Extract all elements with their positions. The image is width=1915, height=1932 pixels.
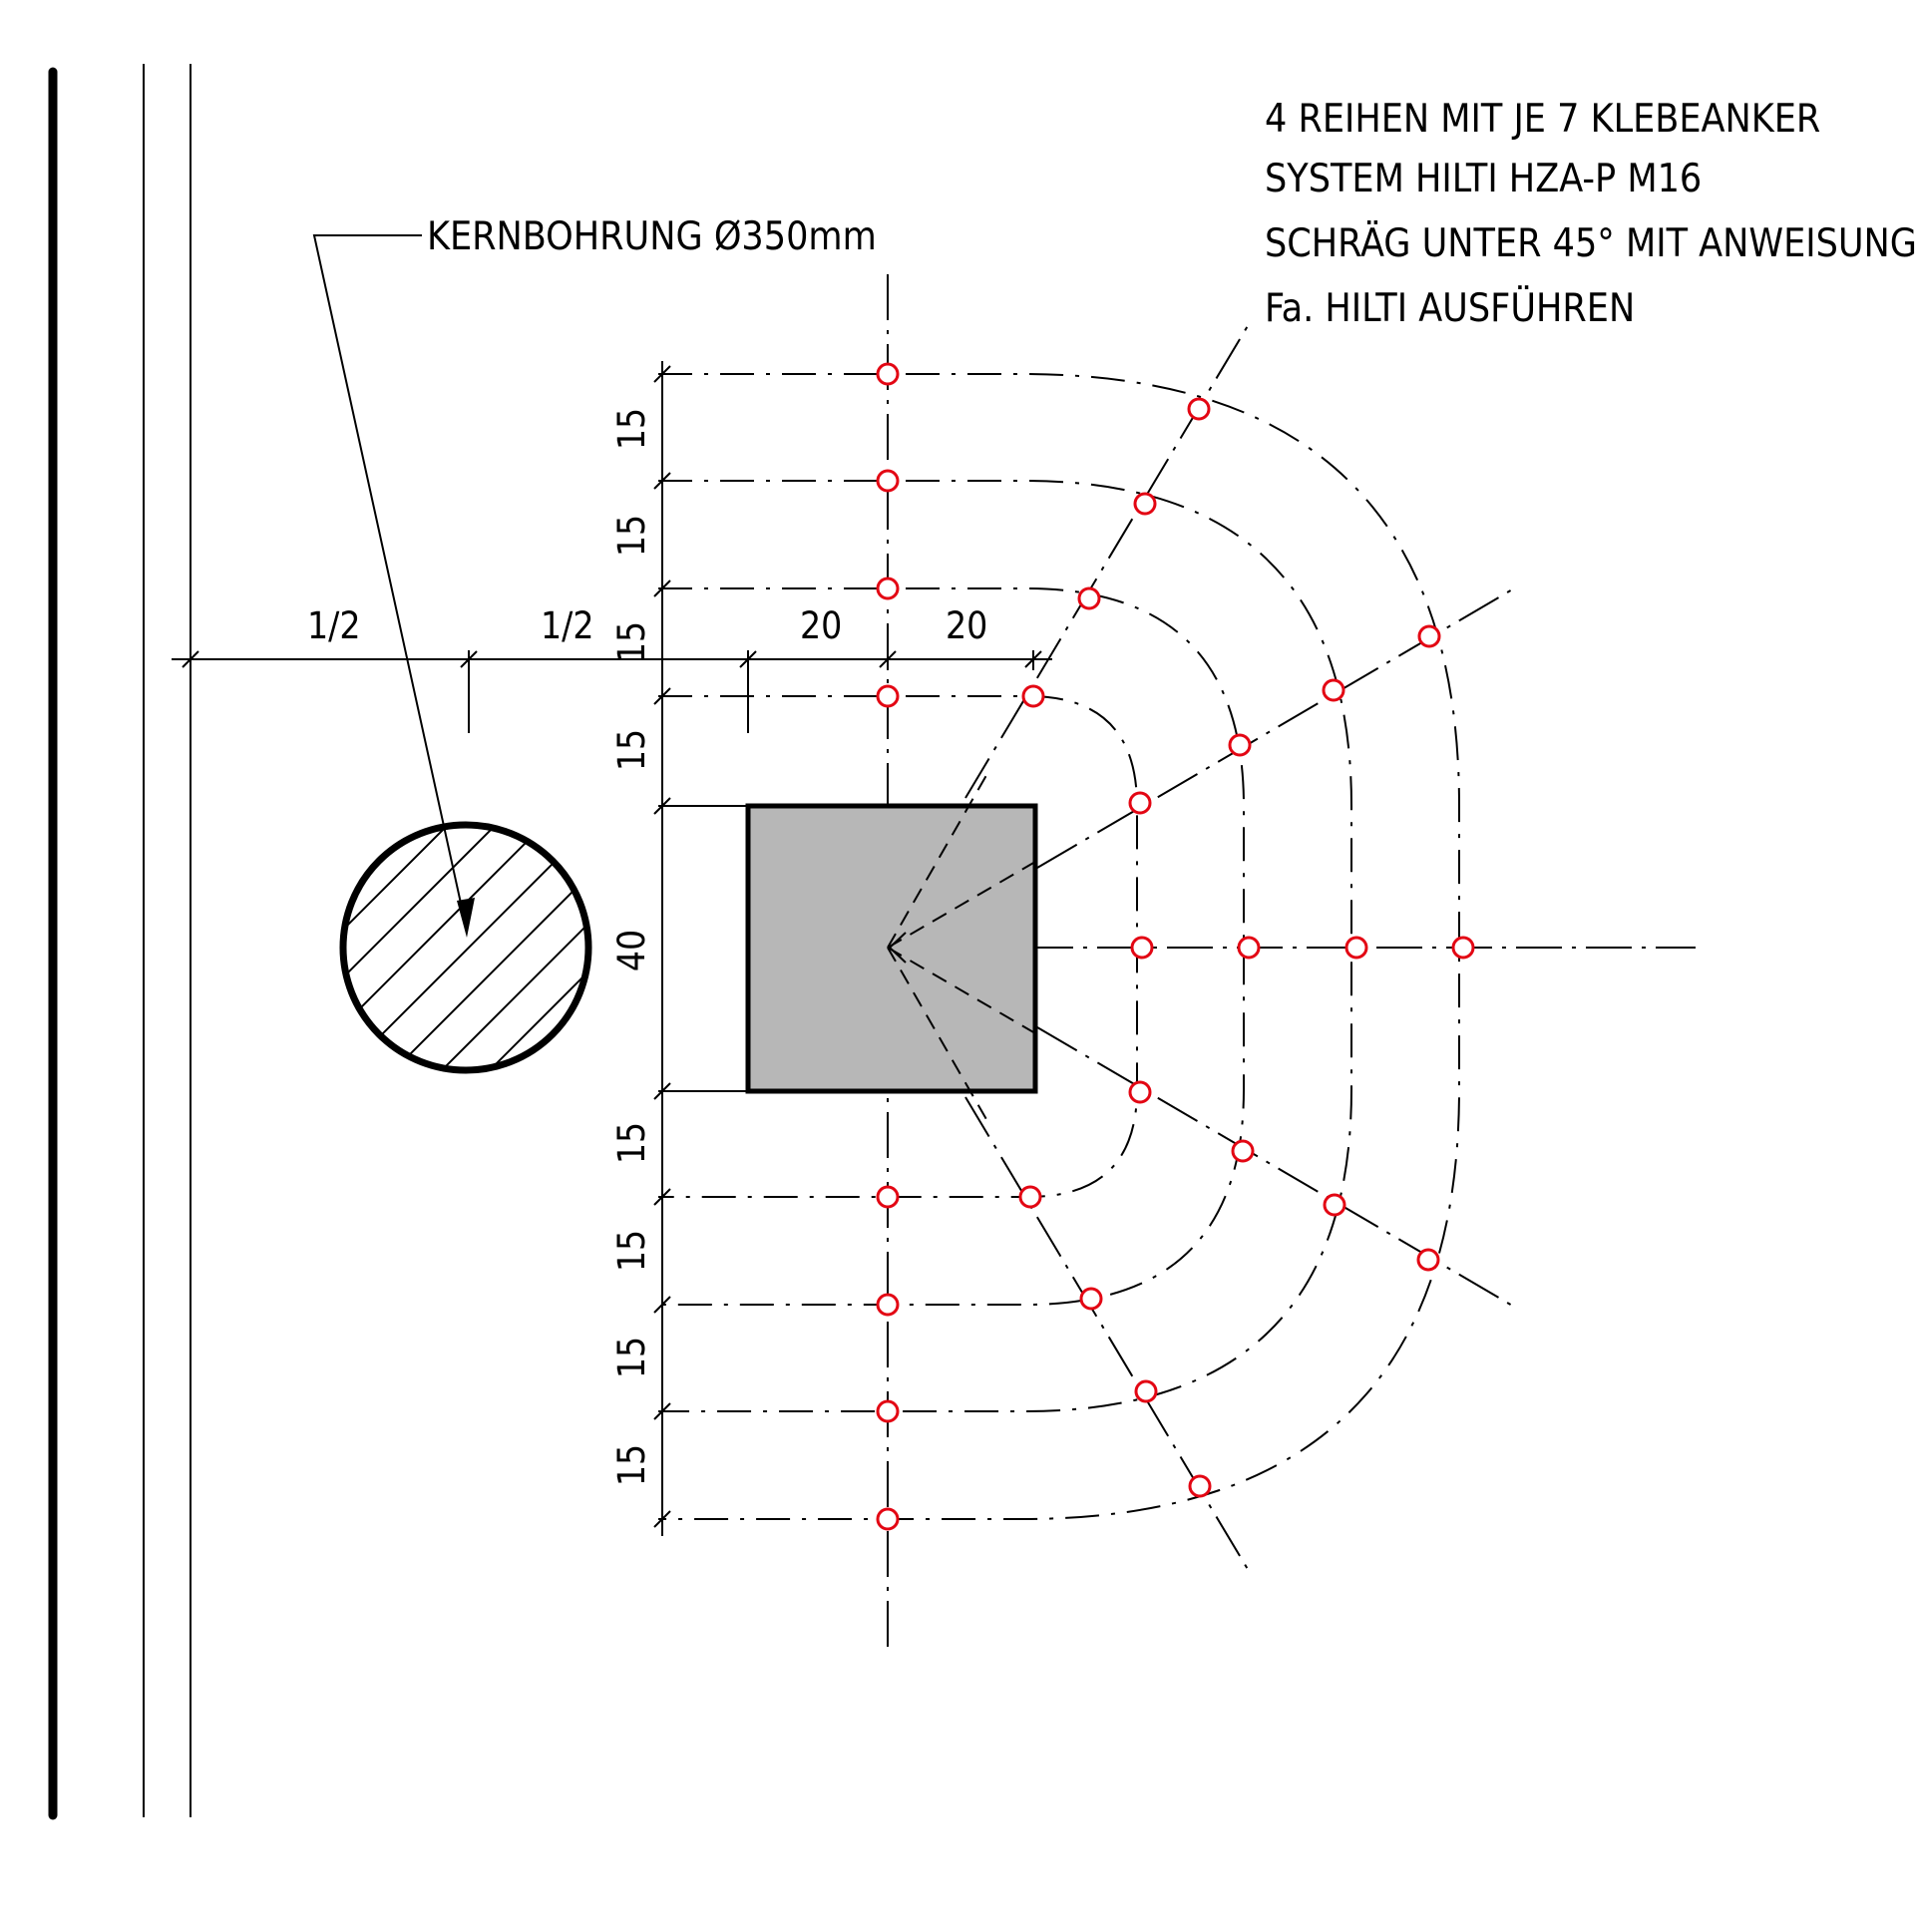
anchor-point bbox=[876, 577, 900, 600]
dim-label-15: 15 bbox=[610, 515, 653, 557]
anchor-point bbox=[1237, 936, 1261, 960]
anchor-point bbox=[1130, 936, 1154, 960]
anchor-point bbox=[1416, 1248, 1440, 1272]
core-drill-label: KERNBOHRUNG Ø350mm bbox=[427, 214, 877, 259]
note-line-3: SCHRÄG UNTER 45° MIT ANWEISUNG bbox=[1265, 220, 1915, 266]
diagonal-axis-upper-shallow bbox=[1036, 587, 1515, 869]
anchor-point bbox=[1228, 733, 1252, 757]
anchor-notes: 4 REIHEN MIT JE 7 KLEBEANKER SYSTEM HILT… bbox=[1265, 97, 1915, 331]
anchor-point bbox=[876, 1399, 900, 1423]
anchor-point bbox=[876, 469, 900, 493]
core-drill-leader bbox=[312, 234, 468, 932]
wall bbox=[48, 64, 192, 1820]
anchor-markers bbox=[876, 362, 1475, 1531]
anchor-point bbox=[1322, 678, 1345, 702]
diagonal-axis-upper-steep bbox=[964, 323, 1250, 799]
dim-label-15: 15 bbox=[610, 1122, 653, 1164]
anchor-point bbox=[1079, 1287, 1103, 1311]
dim-label-20-right: 20 bbox=[946, 604, 987, 647]
anchor-point bbox=[1021, 684, 1045, 708]
dim-label-15: 15 bbox=[610, 1230, 653, 1272]
dim-label-15: 15 bbox=[610, 408, 653, 450]
radial-line bbox=[887, 861, 1036, 949]
anchor-point bbox=[1187, 397, 1211, 421]
core-drill-circle bbox=[339, 821, 592, 1074]
anchor-point bbox=[1451, 936, 1475, 960]
anchor-point bbox=[1077, 586, 1101, 610]
note-line-4: Fa. HILTI AUSFÜHREN bbox=[1265, 285, 1635, 331]
horizontal-dimension-chain: 1/2 1/2 20 20 bbox=[172, 604, 1052, 733]
anchor-point bbox=[1344, 936, 1368, 960]
anchor-point bbox=[876, 1293, 900, 1317]
diagonal-axis-lower-shallow bbox=[1036, 1026, 1515, 1308]
dim-label-15: 15 bbox=[610, 1444, 653, 1486]
dim-label-15: 15 bbox=[610, 729, 653, 771]
diagonal-axis-lower-steep bbox=[964, 1096, 1250, 1572]
anchor-point bbox=[1417, 624, 1441, 648]
center-arrow bbox=[888, 932, 907, 964]
anchor-point bbox=[1134, 1379, 1158, 1403]
dim-label-40: 40 bbox=[610, 930, 653, 971]
center-axes bbox=[887, 274, 1696, 1656]
anchor-point bbox=[876, 362, 900, 386]
dim-label-15: 15 bbox=[610, 621, 653, 663]
anchor-row-1 bbox=[658, 695, 1138, 1198]
anchor-point bbox=[876, 1507, 900, 1531]
anchor-point bbox=[1128, 1080, 1152, 1104]
dim-label-20-left: 20 bbox=[800, 604, 842, 647]
anchor-point bbox=[1128, 791, 1152, 815]
anchor-point bbox=[1231, 1139, 1255, 1163]
radial-line bbox=[887, 947, 988, 1122]
column-radial-lines bbox=[887, 769, 1036, 1122]
anchor-row-2 bbox=[658, 587, 1245, 1306]
anchor-point bbox=[1188, 1474, 1212, 1498]
anchor-row-4 bbox=[658, 373, 1460, 1520]
anchor-point bbox=[876, 684, 900, 708]
dim-label-half-1: 1/2 bbox=[307, 604, 361, 647]
dim-label-half-2: 1/2 bbox=[541, 604, 594, 647]
dim-label-15: 15 bbox=[610, 1337, 653, 1378]
radial-line bbox=[887, 947, 1036, 1034]
anchor-point bbox=[1018, 1185, 1042, 1209]
core-drill: KERNBOHRUNG Ø350mm bbox=[312, 214, 877, 1074]
core-drill-arrowhead bbox=[457, 898, 475, 938]
radial-line bbox=[887, 769, 990, 949]
anchor-point bbox=[876, 1185, 900, 1209]
anchor-point bbox=[1323, 1193, 1346, 1217]
anchor-point bbox=[1133, 492, 1157, 516]
note-line-1: 4 REIHEN MIT JE 7 KLEBEANKER bbox=[1265, 97, 1820, 142]
note-line-2: SYSTEM HILTI HZA-P M16 bbox=[1265, 157, 1702, 201]
vertical-dimension-chain: 15 15 15 15 40 15 15 15 15 bbox=[610, 361, 748, 1536]
